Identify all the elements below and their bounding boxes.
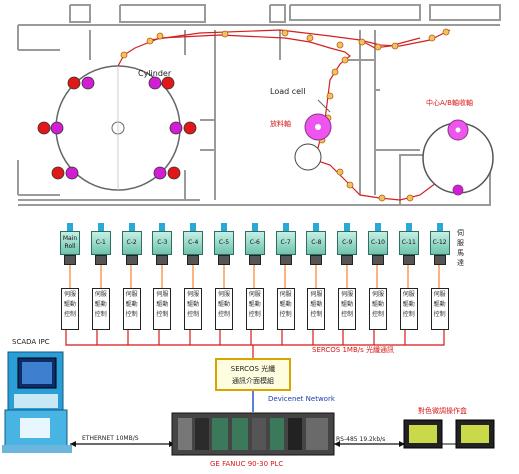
motor-shaft (282, 223, 289, 231)
motor-drive-links (69, 265, 440, 288)
motor-base (248, 255, 261, 265)
devicenet-label: Devicenet Network (268, 395, 335, 403)
servo-drive: 伺服驅動控制 (307, 288, 326, 330)
motor-base (433, 255, 446, 265)
motor-label: C-12 (429, 231, 450, 255)
motor-base (64, 255, 76, 265)
servo-motor: C-7 (275, 223, 296, 265)
servo-drive: 伺服驅動控制 (184, 288, 203, 330)
motor-label: C-8 (306, 231, 327, 255)
motor-base (187, 255, 200, 265)
motor-shaft (436, 223, 443, 231)
plc-rack (171, 412, 335, 456)
servo-motor: Main Roll (60, 223, 80, 265)
servo-motor: C-3 (152, 223, 173, 265)
plc-label: GE FANUC 90-30 PLC (210, 460, 284, 468)
ethernet-label: ETHERNET 10MB/S (82, 435, 139, 442)
servo-drive: 伺服驅動控制 (430, 288, 449, 330)
servo-drive: 伺服驅動控制 (276, 288, 295, 330)
printing-units (37, 76, 197, 180)
motor-label: Main Roll (60, 231, 80, 255)
servo-drive: 伺服驅動控制 (61, 288, 79, 330)
motor-shaft (97, 223, 104, 231)
servo-drive: 伺服驅動控制 (399, 288, 418, 330)
motor-shaft (375, 223, 381, 231)
motor-base (218, 255, 230, 265)
servo-motor: C-2 (121, 223, 142, 265)
motor-label: C-4 (183, 231, 204, 255)
motor-shaft (128, 223, 135, 231)
motor-base (310, 255, 323, 265)
motor-shaft (313, 223, 320, 231)
motor-shaft (159, 223, 166, 231)
sercos-network-label: SERCOS 1MB/s 光纖通訊 (312, 346, 394, 354)
servo-drive: 伺服驅動控制 (215, 288, 233, 330)
motor-label: C-7 (275, 231, 296, 255)
scada-label: SCADA IPC (12, 338, 50, 346)
motor-label: C-9 (337, 231, 358, 255)
motor-base (125, 255, 138, 265)
motor-label: C-6 (244, 231, 265, 255)
operator-panel-label: 對色微調操作盒 (418, 407, 467, 415)
servo-drive: 伺服驅動控制 (122, 288, 141, 330)
servo-drive: 伺服驅動控制 (369, 288, 387, 330)
servo-drive: 伺服驅動控制 (338, 288, 357, 330)
center-winder-label: 中心A/B軸收軸 (426, 99, 473, 107)
load-cell-label: Load cell (270, 87, 306, 96)
servo-motor: C-4 (183, 223, 204, 265)
machine-frame (17, 4, 501, 206)
motor-shaft (190, 223, 197, 231)
servo-motor: C-10 (368, 223, 388, 265)
motor-base (279, 255, 292, 265)
motor-shaft (221, 223, 227, 231)
servo-motor-label: 伺服馬達 (457, 229, 464, 267)
sercos-ring (65, 330, 445, 358)
servo-motor: C-1 (90, 223, 111, 265)
idle-roll (294, 143, 322, 171)
servo-drive: 伺服驅動控制 (245, 288, 264, 330)
servo-motor: C-5 (214, 223, 234, 265)
motor-label: C-1 (90, 231, 111, 255)
servo-motor: C-11 (398, 223, 419, 265)
motor-base (94, 255, 107, 265)
servo-motor: C-8 (306, 223, 327, 265)
unwind-shaft-label: 放料軸 (270, 120, 291, 128)
rs485-label: RS-485 19.2kb/s (336, 436, 386, 443)
servo-drive: 伺服驅動控制 (153, 288, 172, 330)
motor-label: C-5 (214, 231, 234, 255)
motor-shaft (251, 223, 258, 231)
motor-label: C-11 (398, 231, 419, 255)
motor-base (156, 255, 169, 265)
motor-shaft (405, 223, 412, 231)
operator-panels (403, 419, 495, 449)
scada-ipc (2, 351, 72, 453)
sercos-module-line1: SERCOS 光纖 (230, 365, 276, 373)
servo-drive: 伺服驅動控制 (91, 288, 110, 330)
servo-motor: C-6 (244, 223, 265, 265)
motor-label: C-10 (368, 231, 388, 255)
motor-base (341, 255, 354, 265)
sercos-interface-module: SERCOS 光纖 通訊介面模組 (215, 358, 291, 391)
servo-motor: C-9 (337, 223, 358, 265)
motor-base (402, 255, 415, 265)
motor-label: C-2 (121, 231, 142, 255)
sercos-module-line2: 通訊介面模組 (232, 377, 274, 385)
motor-shaft (67, 223, 73, 231)
cylinder-label: Cylinder (138, 69, 172, 78)
motor-label: C-3 (152, 231, 173, 255)
motor-shaft (344, 223, 351, 231)
motor-base (372, 255, 384, 265)
servo-motor: C-12 (429, 223, 450, 265)
